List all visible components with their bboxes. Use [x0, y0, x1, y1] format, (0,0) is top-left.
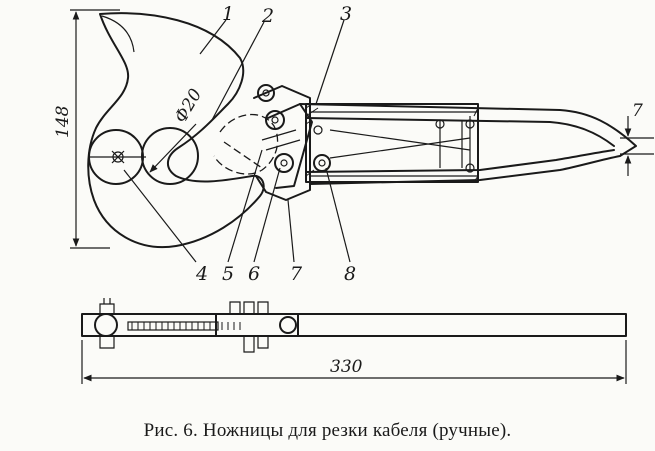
- side-bolt-right: [279, 316, 297, 334]
- moving-blade: [213, 113, 279, 175]
- part-numbers: 1 2 3 4 5 6 7 8: [195, 3, 356, 285]
- part-label-2: 2: [261, 5, 274, 27]
- gap-dimension: 7: [620, 101, 654, 176]
- cutting-head: [87, 12, 265, 249]
- part-label-1: 1: [222, 3, 234, 25]
- pivot-middle: [265, 110, 285, 130]
- part-label-6: 6: [248, 263, 260, 285]
- part-label-8: 8: [344, 263, 356, 285]
- part-label-4: 4: [195, 263, 208, 285]
- height-dimension: 148: [53, 9, 120, 249]
- handle-assembly: [299, 103, 637, 185]
- diameter-value: Ф20: [171, 85, 206, 126]
- part-leaders: [123, 19, 351, 263]
- pivot-bolt-8: [313, 154, 331, 172]
- pivot-upper: [257, 84, 275, 102]
- linkage-assembly: [253, 84, 331, 201]
- side-bolt-left: [94, 313, 118, 337]
- gap-value: 7: [632, 101, 643, 121]
- figure-caption: Рис. 6. Ножницы для резки кабеля (ручные…: [143, 420, 512, 441]
- length-value: 330: [330, 357, 363, 377]
- side-view: [81, 298, 627, 353]
- round-opening-right: [141, 127, 199, 185]
- pivot-lower-6: [274, 153, 294, 173]
- cable-openings: [88, 127, 199, 185]
- part-label-3: 3: [340, 3, 352, 25]
- height-value: 148: [53, 105, 73, 138]
- part-label-7: 7: [290, 263, 303, 285]
- length-dimension: 330: [81, 340, 627, 384]
- part-label-5: 5: [222, 263, 234, 285]
